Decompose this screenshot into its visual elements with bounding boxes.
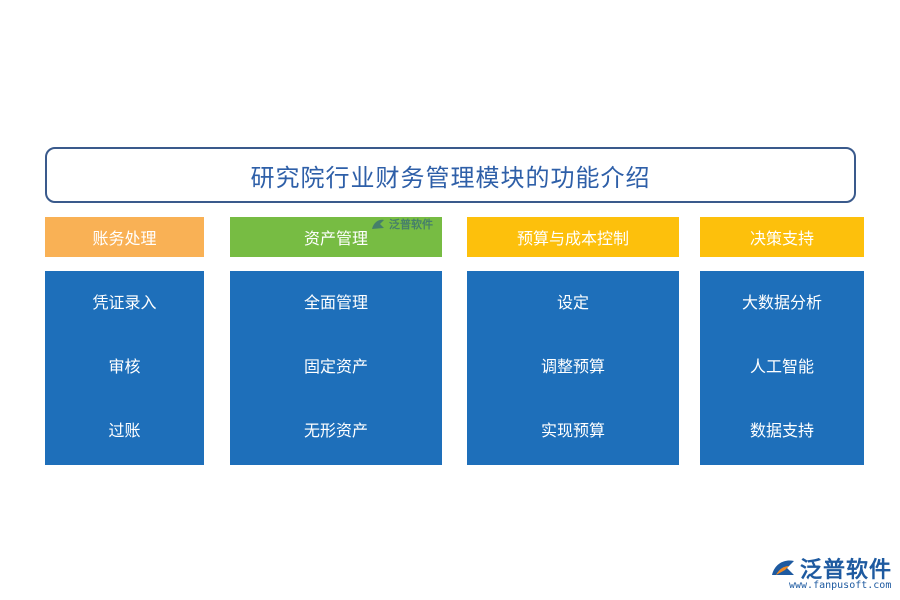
brand-logo: 泛普软件 [770, 552, 892, 584]
fanpu-logo-icon [772, 560, 794, 575]
column-body-accounting: 凭证录入 审核 过账 [45, 271, 204, 465]
logo-text: 泛普软件 [800, 558, 893, 583]
column-item: 设定 [556, 293, 589, 312]
column-body-assets: 全面管理 固定资产 无形资产 [230, 271, 442, 465]
column-item: 无形资产 [303, 421, 368, 440]
column-header-accounting: 账务处理 [45, 217, 204, 257]
column-header-label: 资产管理 [303, 229, 368, 248]
column-item: 数据支持 [749, 421, 814, 440]
column-item: 人工智能 [749, 357, 814, 376]
column-item: 固定资产 [303, 357, 368, 376]
column-item: 实现预算 [540, 421, 605, 440]
column-item: 大数据分析 [741, 293, 822, 312]
title-box: 研究院行业财务管理模块的功能介绍 [45, 147, 856, 203]
column-item: 调整预算 [540, 357, 605, 376]
column-header-label: 决策支持 [749, 229, 814, 248]
column-item: 过账 [108, 421, 141, 440]
column-header-label: 预算与成本控制 [516, 229, 629, 248]
column-body-budget: 设定 调整预算 实现预算 [467, 271, 679, 465]
logo-url: www.fanpusoft.com [789, 580, 892, 591]
column-item: 全面管理 [303, 293, 368, 312]
column-header-budget: 预算与成本控制 [467, 217, 679, 257]
column-header-label: 账务处理 [92, 229, 157, 248]
column-body-decision: 大数据分析 人工智能 数据支持 [700, 271, 864, 465]
column-item: 凭证录入 [92, 293, 157, 312]
column-header-decision: 决策支持 [700, 217, 864, 257]
column-header-assets: 资产管理 [230, 217, 442, 257]
column-item: 审核 [108, 357, 141, 376]
diagram-title: 研究院行业财务管理模块的功能介绍 [250, 163, 651, 192]
